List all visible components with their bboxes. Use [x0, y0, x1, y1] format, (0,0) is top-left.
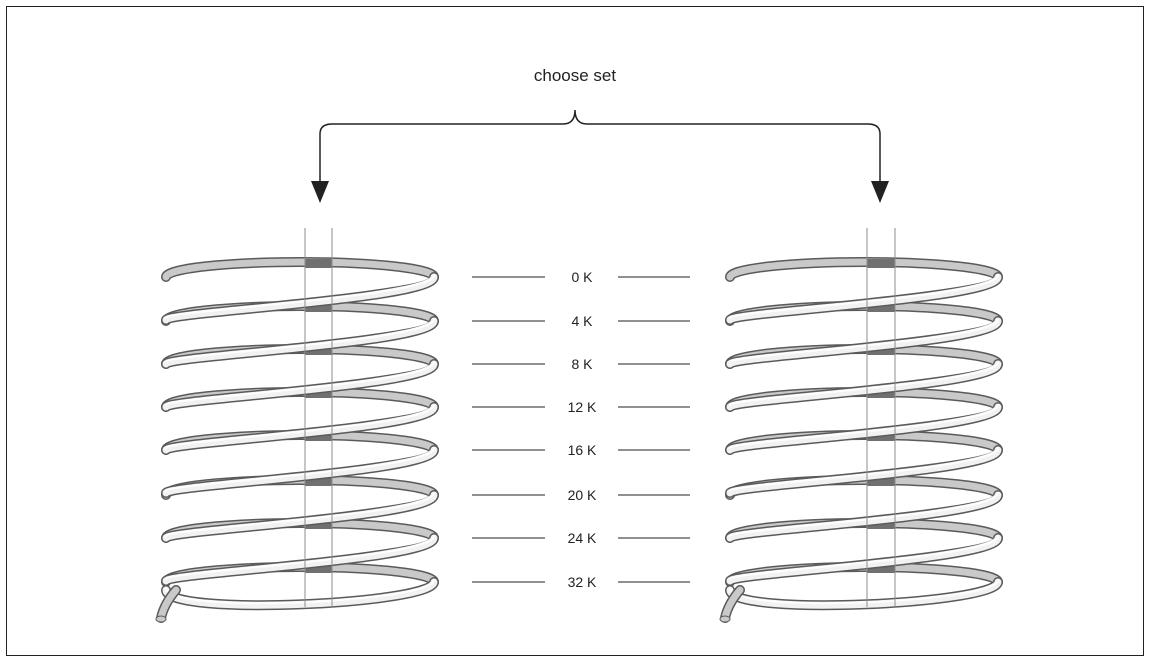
coil-highlight — [165, 318, 435, 363]
coil-front-fill — [726, 578, 1002, 609]
coil-front-fill — [726, 317, 1002, 368]
coil-front-fill — [726, 534, 1002, 585]
coil-highlight — [729, 447, 999, 492]
coil-highlight — [165, 404, 435, 449]
coil-highlight — [729, 318, 999, 363]
right-coil — [719, 228, 1003, 623]
offset-label: 4 K — [571, 313, 593, 329]
left-arrow-head — [311, 181, 329, 203]
set-band — [305, 564, 332, 573]
coil-front-fill — [162, 491, 438, 542]
coil-back-fill — [162, 258, 438, 281]
coil-highlight — [729, 535, 999, 580]
set-band — [867, 477, 895, 486]
right-arrow-head — [871, 181, 889, 203]
coil-front-fill — [726, 360, 1002, 411]
left-coil — [155, 228, 439, 623]
coil-front-fill — [162, 446, 438, 497]
offset-label: 8 K — [571, 356, 593, 372]
coil-front-fill — [162, 578, 438, 609]
choose-set-label: choose set — [534, 66, 616, 85]
coil-highlight — [165, 274, 435, 319]
coil-highlight — [729, 274, 999, 319]
offset-label: 16 K — [568, 442, 597, 458]
set-band — [305, 303, 332, 312]
coil-front-fill — [162, 534, 438, 585]
coil-highlight — [165, 361, 435, 406]
coil-highlight — [165, 535, 435, 580]
set-band — [867, 259, 895, 268]
coil-front-fill — [162, 317, 438, 368]
coil-highlight — [165, 447, 435, 492]
offset-label: 0 K — [571, 269, 593, 285]
offset-label: 32 K — [568, 574, 597, 590]
coil-front-fill — [726, 273, 1002, 324]
offset-label: 24 K — [568, 530, 597, 546]
choose-set-brace — [319, 109, 881, 190]
coil-highlight — [165, 579, 435, 605]
coil-front-fill — [726, 403, 1002, 454]
coil-highlight — [729, 404, 999, 449]
coil-front-fill — [726, 491, 1002, 542]
coil-highlight — [729, 361, 999, 406]
set-band — [867, 303, 895, 312]
coil-back-fill — [726, 258, 1002, 281]
coil-front-fill — [162, 273, 438, 324]
coil-highlight — [165, 492, 435, 537]
coil-tail-end — [155, 615, 167, 623]
figure-frame — [6, 6, 1144, 656]
coil-highlight — [729, 579, 999, 605]
offset-label: 12 K — [568, 399, 597, 415]
coil-highlight — [729, 492, 999, 537]
coil-front-fill — [162, 403, 438, 454]
offset-labels: 0 K 4 K 8 K 12 K 16 K 20 K 24 K 32 K — [472, 269, 690, 590]
offset-label: 20 K — [568, 487, 597, 503]
coil-front-fill — [726, 446, 1002, 497]
coil-front-fill — [162, 360, 438, 411]
set-band — [867, 564, 895, 573]
coil-tail-end — [719, 615, 731, 623]
set-band — [305, 259, 332, 268]
set-band — [305, 477, 332, 486]
